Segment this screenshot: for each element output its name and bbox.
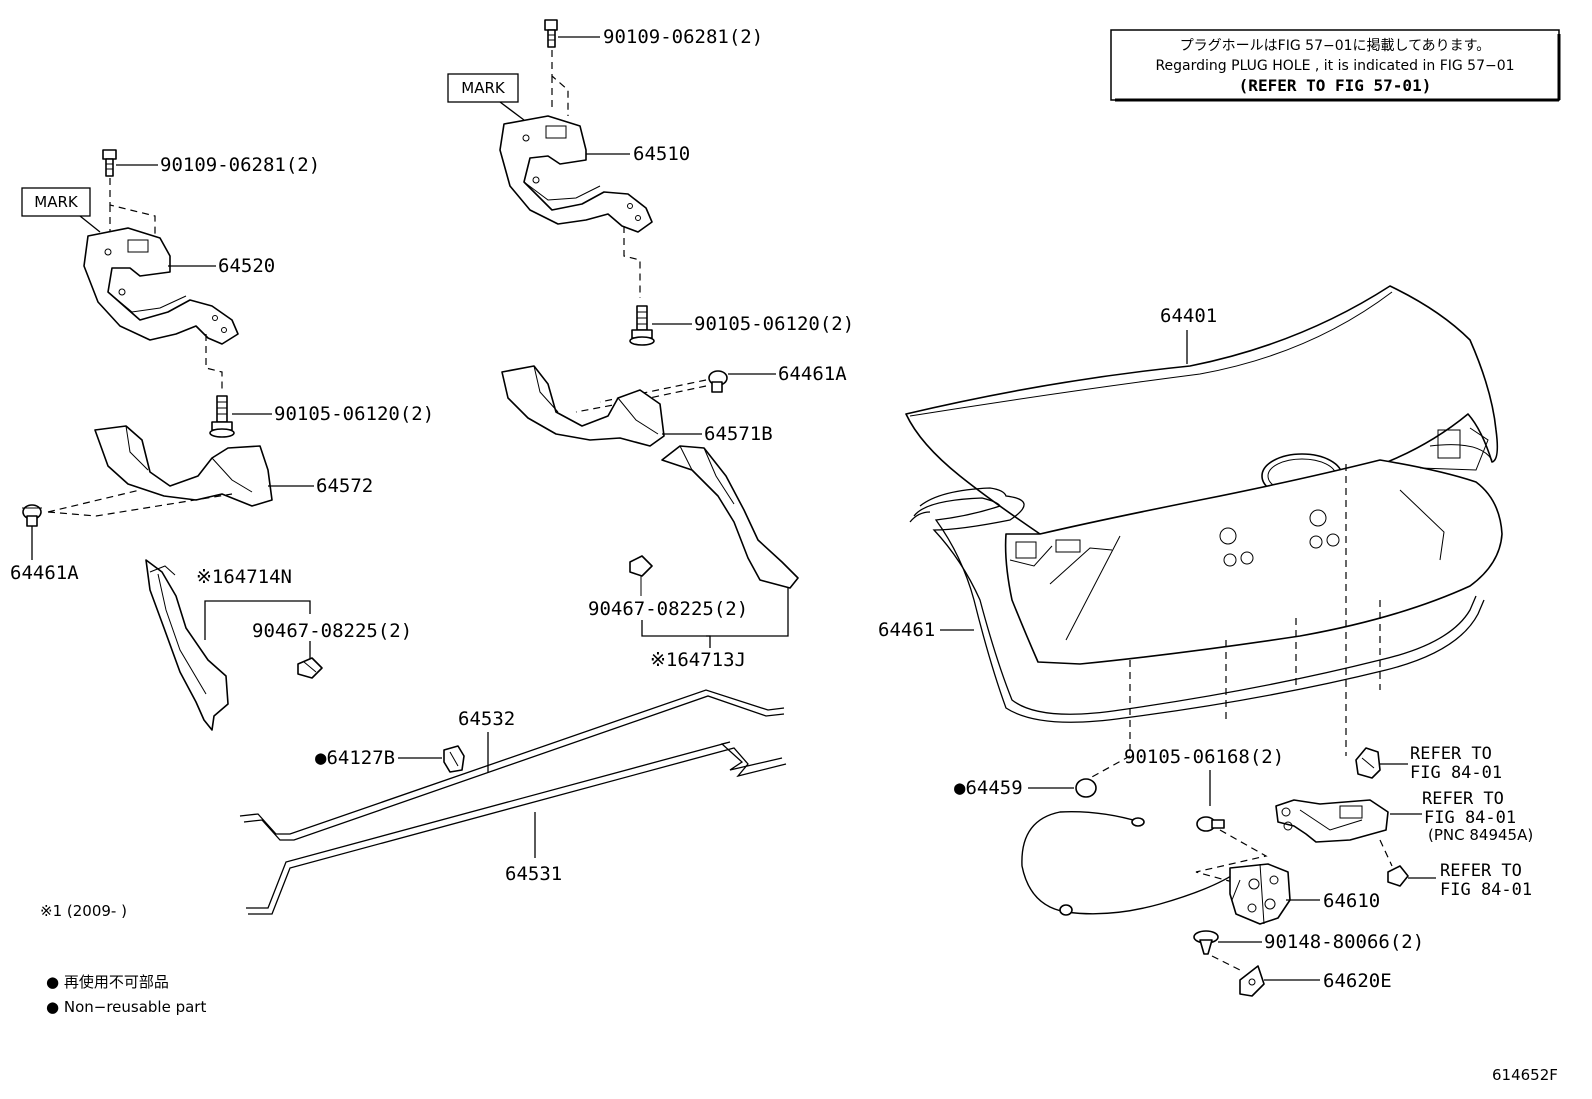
trim-center — [661, 445, 799, 589]
refer-3-line-a: REFER TO — [1440, 861, 1522, 881]
legend-jp: ● 再使用不可部品 — [46, 973, 169, 991]
bolt-icon — [102, 149, 117, 177]
label-64127B: ●64127B — [315, 747, 395, 769]
refer-1-line-b: FIG 84-01 — [1410, 763, 1502, 783]
hinge-arm-center — [499, 115, 653, 233]
trim-left-group: ※164714N 90467-08225(2) — [145, 559, 412, 731]
label-64532: 64532 — [458, 708, 515, 730]
label-64510: 64510 — [633, 143, 690, 165]
clip-icon — [1387, 865, 1409, 887]
label-64713J: ※164713J — [650, 649, 746, 671]
bolt-icon — [629, 305, 655, 346]
label-64572: 64572 — [316, 475, 373, 497]
bolt-icon — [544, 19, 558, 48]
label-64401: 64401 — [1160, 305, 1217, 327]
note-box: プラグホールはFIG 57−01に掲載してあります。 Regarding PLU… — [1110, 29, 1561, 102]
bolt-icon — [209, 395, 235, 438]
left-hinge-group: 90109-06281(2) MARK 64520 90105-06120(2) — [10, 149, 434, 584]
luggage-lid-group: 64401 — [905, 285, 1503, 665]
refer-2-line-b: FIG 84-01 — [1424, 808, 1516, 828]
label-90105-06168: 90105-06168(2) — [1124, 746, 1284, 768]
label-64520: 64520 — [218, 255, 275, 277]
note-line-en: Regarding PLUG HOLE , it is indicated in… — [1155, 58, 1514, 74]
screw-icon — [1193, 930, 1219, 955]
hinge-cover-center — [501, 365, 665, 447]
label-64459: ●64459 — [954, 777, 1023, 799]
refer-1-line-a: REFER TO — [1410, 744, 1492, 764]
plug-icon — [1075, 778, 1097, 798]
label-90467-left: 90467-08225(2) — [252, 620, 412, 642]
mark-label-center: MARK — [461, 79, 506, 97]
label-90105-left: 90105-06120(2) — [274, 403, 434, 425]
label-90109-left: 90109-06281(2) — [160, 154, 320, 176]
label-64620E: 64620E — [1323, 970, 1392, 992]
mark-box-left — [21, 187, 91, 217]
note-line-jp: プラグホールはFIG 57−01に掲載してあります。 — [1180, 38, 1491, 54]
label-64461A-center: 64461A — [778, 363, 847, 385]
label-64610: 64610 — [1323, 890, 1380, 912]
bolt-icon — [1196, 816, 1225, 832]
center-hinge-group: 90109-06281(2) MARK 64510 90105-06120(2) — [447, 19, 854, 671]
clip-icon — [708, 370, 728, 393]
note-line-refer: (REFER TO FIG 57-01) — [1239, 76, 1432, 95]
mark-box-center — [447, 73, 519, 103]
switch-icon — [1355, 747, 1381, 779]
torsion-bar-group: 64532 64531 ●64127B — [239, 689, 787, 915]
figure-code: 614652F — [1492, 1066, 1558, 1084]
lock-assembly — [1229, 863, 1291, 925]
label-64571B: 64571B — [704, 423, 773, 445]
refer-2-line-a: REFER TO — [1422, 789, 1504, 809]
clip-icon — [297, 657, 323, 679]
clip-icon — [22, 504, 42, 527]
handle-assembly — [1275, 799, 1389, 843]
label-64531: 64531 — [505, 863, 562, 885]
label-90148-80066: 90148-80066(2) — [1264, 931, 1424, 953]
label-90105-center: 90105-06120(2) — [694, 313, 854, 335]
label-64461: 64461 — [878, 619, 935, 641]
hinge-arm-left — [83, 227, 239, 345]
label-64714N: ※164714N — [196, 566, 292, 588]
rod-clip-icon — [443, 745, 465, 773]
label-90467-center: 90467-08225(2) — [588, 598, 748, 620]
label-64461A-left: 64461A — [10, 562, 79, 584]
weatherstrip: 64461 — [878, 487, 1485, 723]
striker — [1239, 965, 1265, 997]
clip-icon — [629, 555, 653, 596]
refer-3-line-b: FIG 84-01 — [1440, 880, 1532, 900]
footnote-1: ※1 (2009- ) — [40, 902, 127, 920]
mark-label-left: MARK — [34, 193, 79, 211]
legend-en: ● Non−reusable part — [46, 998, 206, 1016]
hinge-cover-left — [94, 425, 273, 507]
label-90109-center: 90109-06281(2) — [603, 26, 763, 48]
refer-2-line-c: (PNC 84945A) — [1428, 826, 1533, 844]
